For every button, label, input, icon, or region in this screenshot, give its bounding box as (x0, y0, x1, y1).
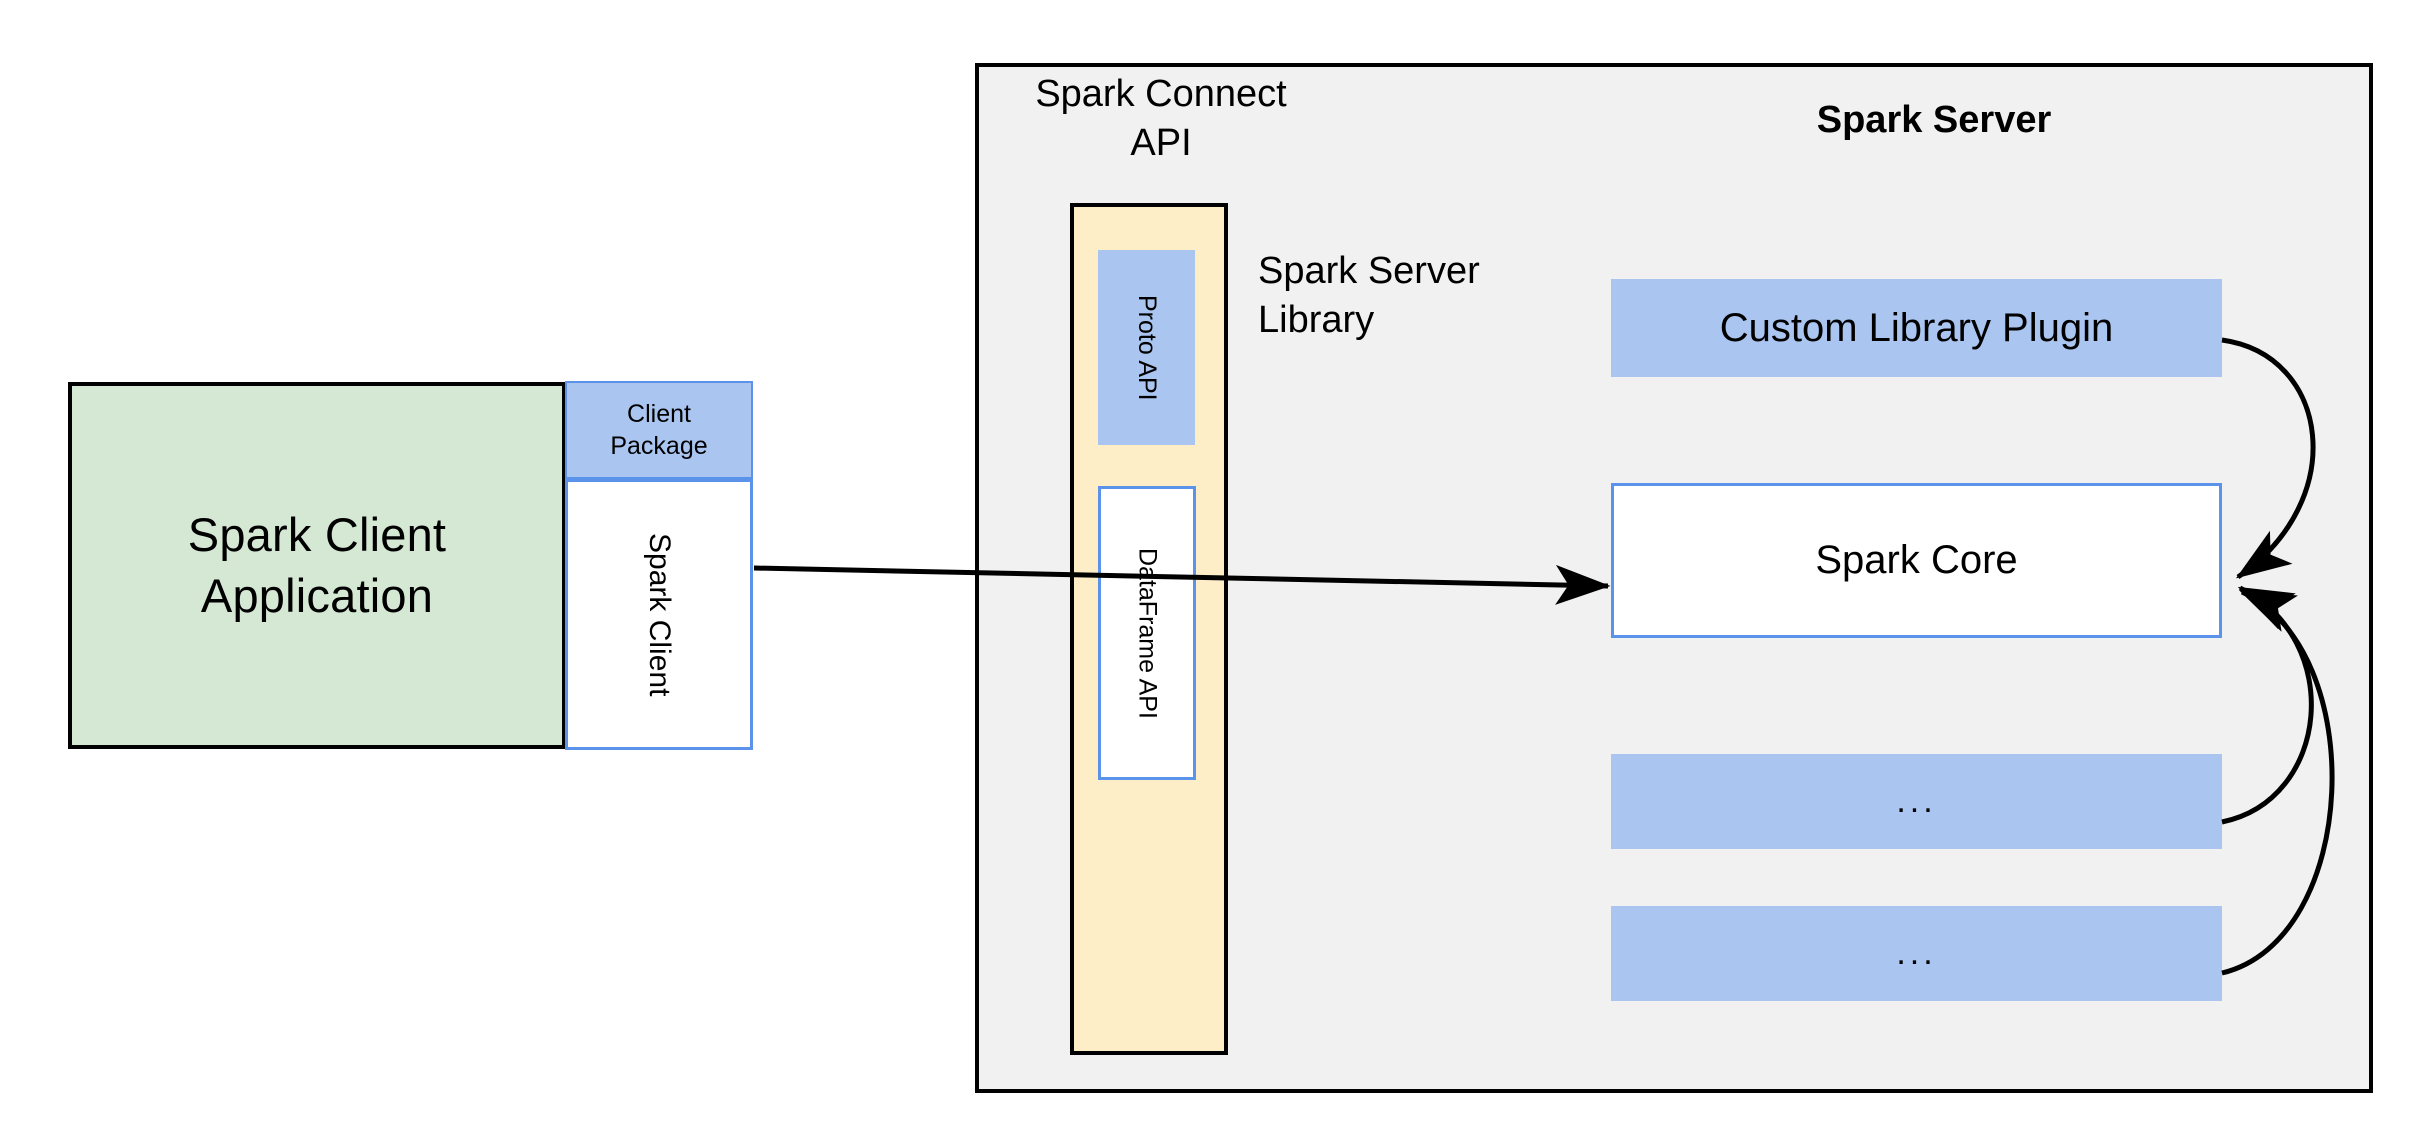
additional-component-box-1[interactable]: ... (1611, 754, 2222, 849)
additional-component-label-1: ... (1896, 782, 1937, 820)
spark-server-title: Spark Server (1816, 99, 2052, 141)
spark-client-box[interactable]: Spark Client (565, 479, 753, 750)
additional-component-box-2[interactable]: ... (1611, 906, 2222, 1001)
proto-api-box[interactable]: Proto API (1098, 250, 1195, 445)
spark-client-label: Spark Client (643, 532, 676, 697)
custom-library-plugin-box[interactable]: Custom Library Plugin (1611, 279, 2222, 377)
dataframe-api-label: DataFrame API (1133, 547, 1162, 719)
custom-library-plugin-label: Custom Library Plugin (1719, 305, 2114, 350)
spark-core-box[interactable]: Spark Core (1611, 483, 2222, 638)
additional-component-label-2: ... (1896, 934, 1937, 972)
dataframe-api-box[interactable]: DataFrame API (1098, 486, 1196, 780)
proto-api-label: Proto API (1133, 294, 1161, 401)
spark-core-label: Spark Core (1815, 538, 2018, 582)
